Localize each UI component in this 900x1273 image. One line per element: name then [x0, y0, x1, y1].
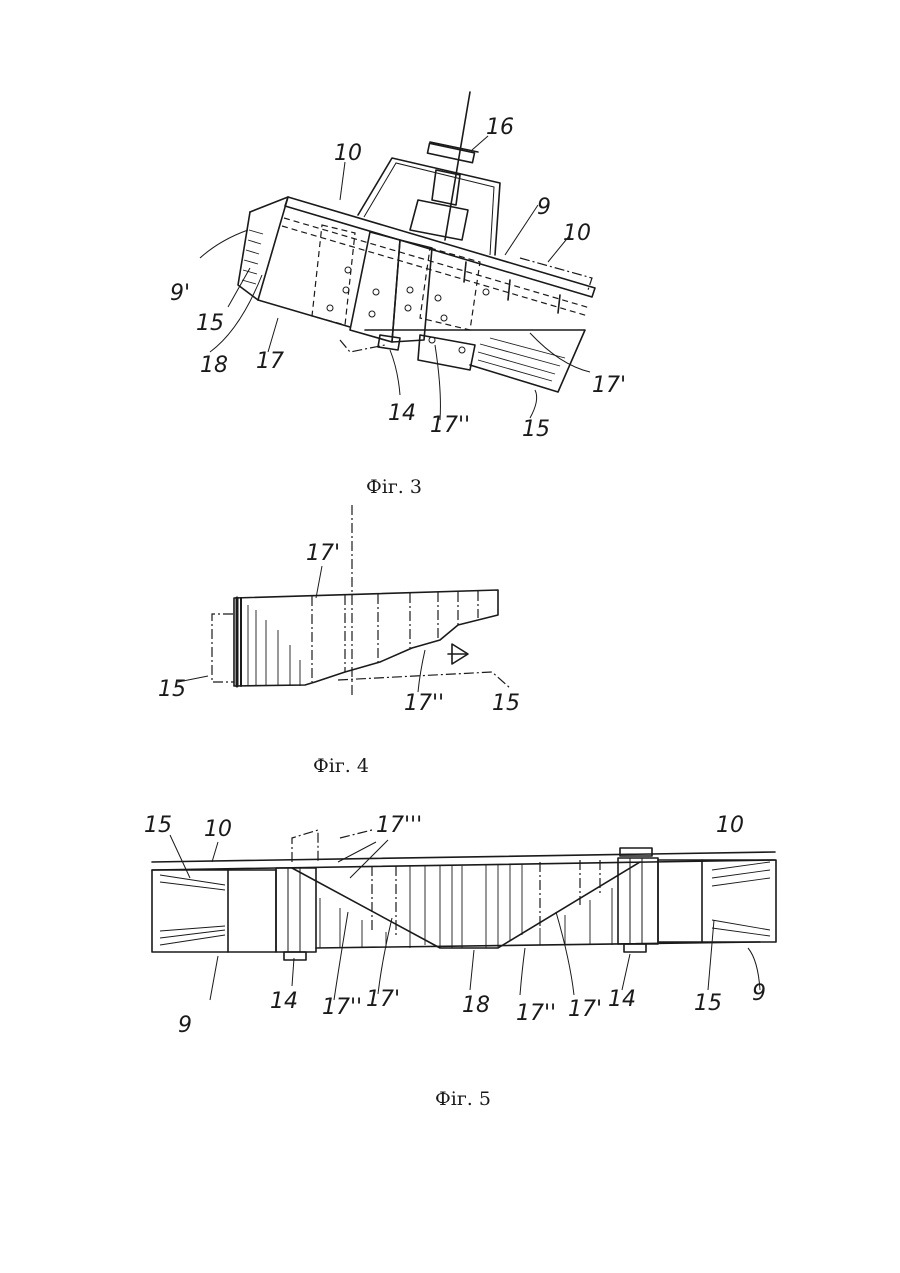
reference-numeral: 17''	[404, 691, 444, 716]
reference-numeral: 17''	[322, 995, 362, 1020]
figure-5-drawing	[152, 830, 776, 1000]
reference-numeral: 17'	[592, 373, 626, 398]
reference-numeral: 10	[334, 141, 362, 166]
reference-numeral: 10	[716, 813, 744, 838]
reference-numeral: 14	[608, 987, 636, 1012]
reference-labels: 16109109'1518171417''1517'17'1517''15151…	[144, 115, 766, 1038]
reference-numeral: 9'	[170, 281, 190, 306]
reference-numeral: 15	[694, 991, 722, 1016]
reference-numeral: 17'	[366, 987, 400, 1012]
figure-5-caption: Фіг. 5	[435, 1088, 491, 1110]
reference-numeral: 16	[486, 115, 514, 140]
reference-numeral: 9	[537, 195, 551, 220]
reference-numeral: 18	[462, 993, 490, 1018]
reference-numeral: 15	[492, 691, 520, 716]
reference-numeral: 17'	[306, 541, 340, 566]
reference-numeral: 14	[388, 401, 416, 426]
reference-numeral: 17''	[516, 1001, 556, 1026]
reference-numeral: 15	[522, 417, 550, 442]
reference-numeral: 10	[204, 817, 232, 842]
reference-numeral: 15	[158, 677, 186, 702]
figure-4-drawing	[178, 505, 510, 695]
reference-numeral: 14	[270, 989, 298, 1014]
reference-numeral: 15	[196, 311, 224, 336]
reference-numeral: 10	[563, 221, 591, 246]
reference-numeral: 15	[144, 813, 172, 838]
reference-numeral: 17	[256, 349, 284, 374]
reference-numeral: 18	[200, 353, 228, 378]
reference-numeral: 9	[178, 1013, 192, 1038]
figure-4-caption: Фіг. 4	[313, 755, 369, 777]
reference-numeral: 17'	[568, 997, 602, 1022]
reference-numeral: 9	[752, 981, 766, 1006]
reference-numeral: 17''	[430, 413, 470, 438]
figure-3-caption: Фіг. 3	[366, 476, 422, 498]
reference-numeral: 17'''	[376, 813, 422, 838]
